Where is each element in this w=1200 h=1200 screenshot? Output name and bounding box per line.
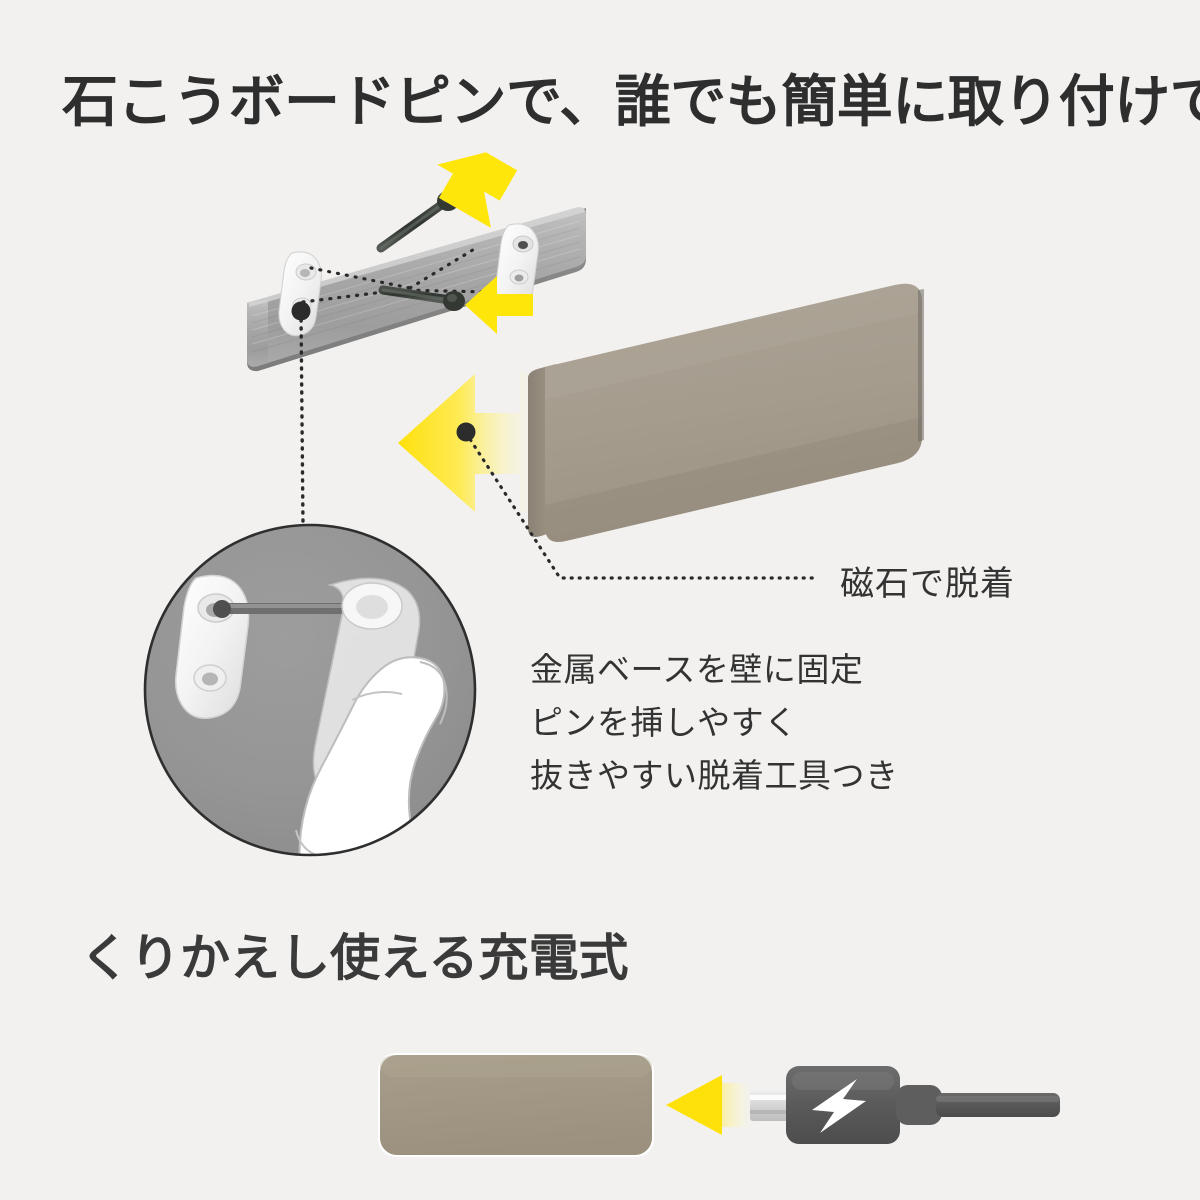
light-bar-product-bottom [378,1053,654,1157]
arrow-left-gradient-icon [666,1075,752,1135]
callout-line-magnet [456,422,820,580]
wall-pin-lower [378,285,465,311]
section-heading-recharge: くりかえし使える充電式 [80,930,629,986]
light-bar-product [528,283,924,543]
pin-mount-left [278,251,322,337]
callout-label-magnet: 磁石で脱着 [840,566,1015,603]
lightning-bolt-icon [812,1079,866,1133]
charging-cable [750,1066,1060,1144]
wall-pin-upper [376,191,459,253]
pin-mount-right [495,223,539,309]
arrow-left-icon [465,276,533,334]
callout-line-magnifier [291,301,311,527]
feature-item-1: 金属ベースを壁に固定 [530,653,864,689]
feature-list: 金属ベースを壁に固定 ピンを挿しやすく 抜きやすい脱着工具つき [530,645,899,804]
hand-illustration [295,656,448,855]
pin-zoom [213,600,376,618]
arrow-down-left-icon [437,152,518,228]
feature-item-2: ピンを挿しやすく [530,706,798,742]
page-headline: 石こうボードピンで、誰でも簡単に取り付けできる。 [62,72,1200,134]
pin-mount-zoom [174,574,250,719]
feature-item-3: 抜きやすい脱着工具つき [530,759,899,795]
pin-guide-lines [301,246,492,304]
magnifier-circle-icon [143,523,477,857]
metal-base-plate [247,207,586,372]
arrow-left-large-icon [398,372,537,512]
removal-tool [312,577,421,803]
